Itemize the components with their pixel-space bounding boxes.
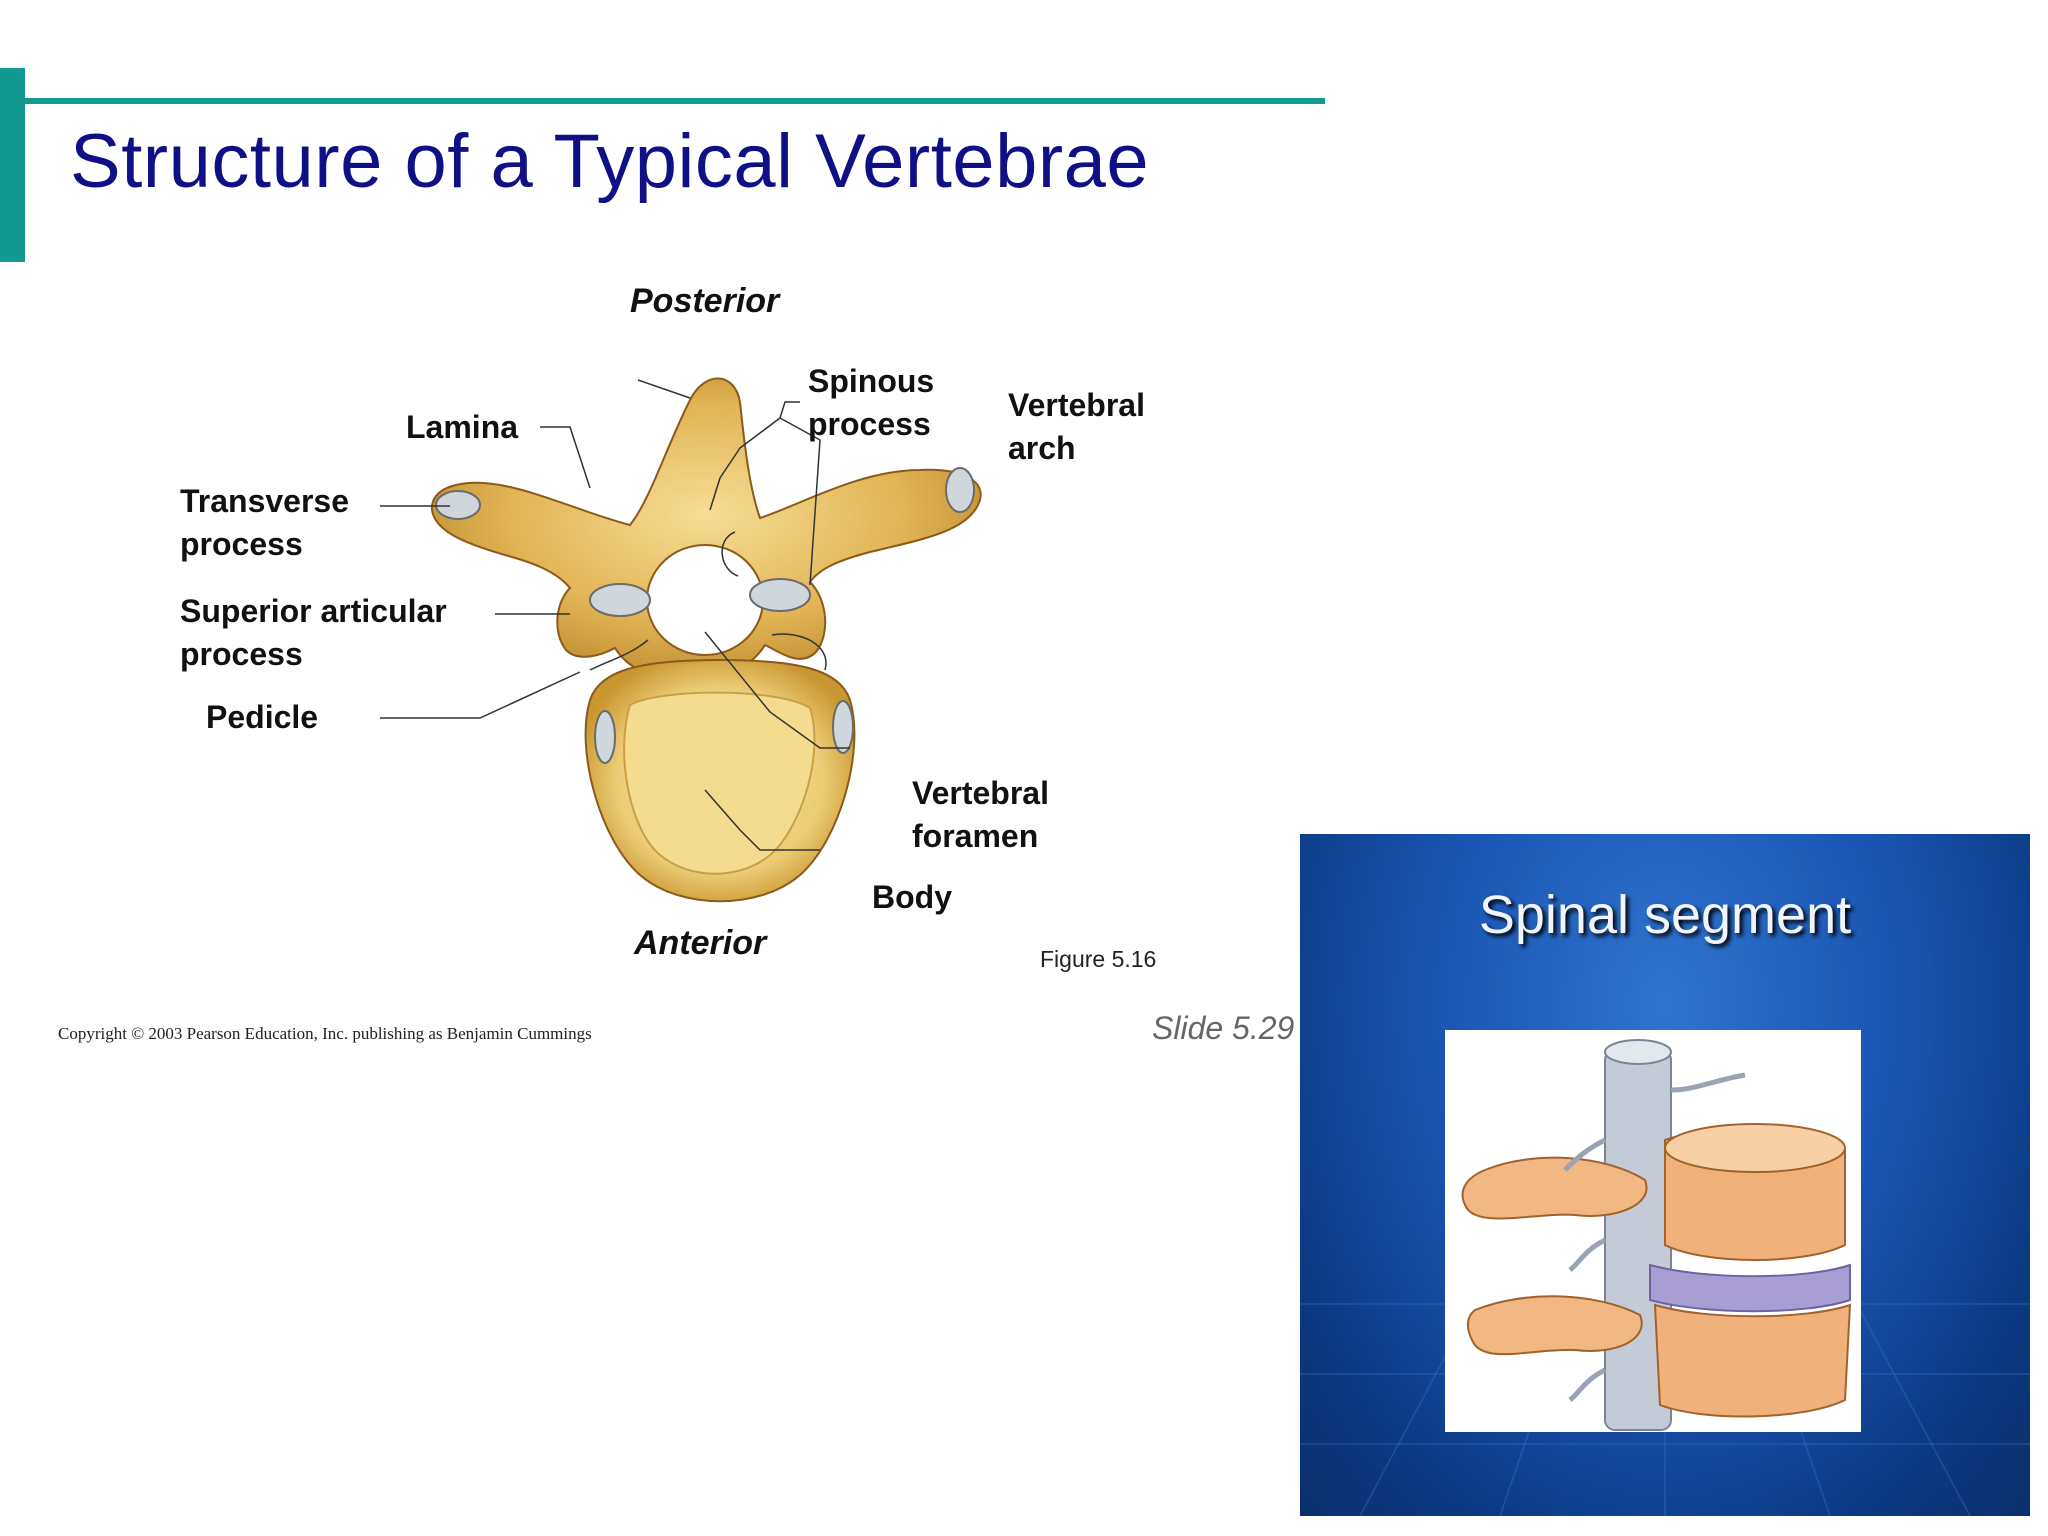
label-lamina: Lamina xyxy=(406,406,518,449)
label-transverse-process: Transverse process xyxy=(180,480,349,566)
label-transverse-line2: process xyxy=(180,523,349,566)
inset-title: Spinal segment xyxy=(1300,884,2030,946)
label-foramen-line2: foramen xyxy=(912,815,1049,858)
spinal-segment-inset: Spinal segment xyxy=(1300,834,2030,1516)
label-anterior: Anterior xyxy=(634,922,766,965)
label-pedicle: Pedicle xyxy=(206,696,318,739)
label-superior-articular-process: Superior articular process xyxy=(180,590,447,676)
label-arch-line2: arch xyxy=(1008,427,1145,470)
label-transverse-line1: Transverse xyxy=(180,480,349,523)
label-spinous-line2: process xyxy=(808,403,934,446)
slide-number: Slide 5.29 xyxy=(1152,1010,1294,1047)
title-accent-bar xyxy=(0,68,25,262)
lower-transverse-shape xyxy=(1468,1296,1642,1354)
label-vertebral-foramen: Vertebral foramen xyxy=(912,772,1049,858)
upper-transverse-shape xyxy=(1463,1158,1647,1219)
right-superior-facet xyxy=(750,579,810,611)
figure-caption: Figure 5.16 xyxy=(1040,946,1156,973)
vertebra-figure: Posterior Spinous process Vertebral arch… xyxy=(160,300,1200,980)
title-rule xyxy=(25,98,1325,104)
spinal-segment-image xyxy=(1445,1030,1861,1432)
right-transverse-facet xyxy=(946,468,974,512)
label-foramen-line1: Vertebral xyxy=(912,772,1049,815)
label-spinous-process: Spinous process xyxy=(808,360,934,446)
label-spinous-line1: Spinous xyxy=(808,360,934,403)
spinal-segment-illustration xyxy=(1445,1030,1861,1432)
label-posterior: Posterior xyxy=(630,280,779,323)
spinal-cord-top xyxy=(1605,1040,1671,1064)
left-body-facet xyxy=(595,711,615,763)
vertebral-foramen-shape xyxy=(647,545,763,655)
copyright-notice: Copyright © 2003 Pearson Education, Inc.… xyxy=(58,1024,592,1044)
left-transverse-facet xyxy=(436,491,480,519)
slide-title: Structure of a Typical Vertebrae xyxy=(70,118,1149,205)
label-superior-line1: Superior articular xyxy=(180,590,447,633)
upper-vertebra-top xyxy=(1665,1124,1845,1172)
label-vertebral-arch: Vertebral arch xyxy=(1008,384,1145,470)
label-body: Body xyxy=(872,876,952,919)
left-superior-facet xyxy=(590,584,650,616)
intervertebral-disc-shape xyxy=(1650,1265,1850,1311)
label-superior-line2: process xyxy=(180,633,447,676)
label-arch-line1: Vertebral xyxy=(1008,384,1145,427)
lower-vertebra-shape xyxy=(1655,1305,1850,1416)
right-body-facet xyxy=(833,701,853,753)
